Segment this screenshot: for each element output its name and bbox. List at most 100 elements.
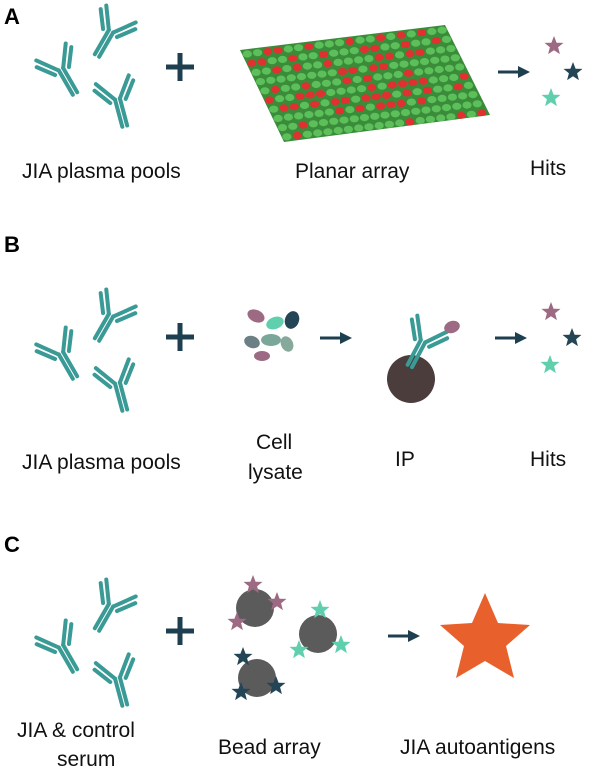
array-spot [324,40,334,48]
array-spot [304,111,314,119]
array-spot [390,42,400,50]
hits-stars-a [541,36,583,107]
array-spot [367,83,377,92]
array-spot [400,40,411,49]
label-hits-a: Hits [530,157,566,180]
array-spot [395,119,405,127]
array-spot [403,69,413,77]
array-spot [291,83,301,91]
array-spot [324,108,334,116]
array-spot [378,63,389,71]
array-spot [314,109,324,117]
array-spot [357,85,367,93]
array-spot [242,50,252,58]
array-spot [329,49,339,57]
array-spot [354,124,364,132]
array-spot [405,50,415,58]
array-spot [421,106,431,114]
array-spot [406,30,416,38]
star-icon [562,328,582,347]
array-spot [311,80,321,89]
array-spot [402,89,412,97]
array-spot [427,27,437,36]
array-spot [299,101,310,109]
panel-c: C JIA & control serum Bead array JIA [4,532,555,771]
array-spot [376,34,386,42]
array-spot [345,37,355,46]
array-spot [295,92,305,100]
array-spot [329,117,339,125]
array-spot [343,125,353,133]
array-spot [370,112,380,120]
array-spot [349,115,359,123]
array-spot [472,100,482,108]
array-spot [415,48,425,57]
plus-icon-c [166,617,194,645]
array-spot [313,129,323,137]
array-spot [368,64,378,72]
array-spot [439,75,449,83]
array-spot [355,104,365,112]
array-spot [247,59,257,67]
array-spot [425,115,435,123]
panel-a: A JIA plasma pools Planar array Hits [4,1,583,183]
array-spot [292,131,302,140]
array-spot [443,84,453,92]
array-spot [358,65,368,73]
array-spot [320,99,330,107]
array-spot [437,94,447,102]
array-spot [253,49,263,57]
array-spot [425,47,435,55]
array-spot [261,67,271,75]
array-spot [335,107,345,115]
star-icon [541,302,561,321]
array-spot [417,29,427,37]
array-spot [466,110,476,118]
array-spot [441,35,452,44]
array-spot [396,99,406,107]
array-spot [428,76,438,84]
array-spot [349,47,359,55]
array-spot [273,114,283,122]
array-spot [412,88,422,96]
antibody-cluster-b [31,285,147,418]
array-spot [400,109,411,117]
array-spot [456,111,466,120]
array-spot [371,93,381,101]
array-spot [408,78,418,87]
array-spot [386,32,396,41]
array-spot [263,47,273,56]
array-spot [275,95,285,103]
array-spot [276,75,286,83]
array-spot [424,67,434,75]
array-spot [351,95,361,103]
array-spot [285,93,295,102]
array-spot [323,60,333,68]
array-spot [355,36,365,44]
array-spot [381,91,392,99]
array-spot [389,61,399,69]
arrow-icon-a [496,64,532,80]
array-spot [468,91,478,99]
array-spot [419,58,430,66]
array-spot [308,120,318,128]
array-spot [354,56,364,64]
array-spot [304,42,314,51]
array-spot [346,86,356,94]
array-spot [294,112,304,120]
array-spot [398,80,408,88]
array-spot [384,120,394,128]
array-spot [298,53,308,61]
label-ip: IP [395,448,415,471]
array-spot [308,52,318,60]
array-spot [277,55,288,64]
array-spot [380,43,390,51]
hits-stars-b [540,302,582,374]
array-spot [393,70,403,79]
array-spot [434,65,444,74]
array-spot [449,73,459,82]
array-spot [462,101,472,109]
array-spot [427,96,437,104]
array-spot [411,107,421,115]
